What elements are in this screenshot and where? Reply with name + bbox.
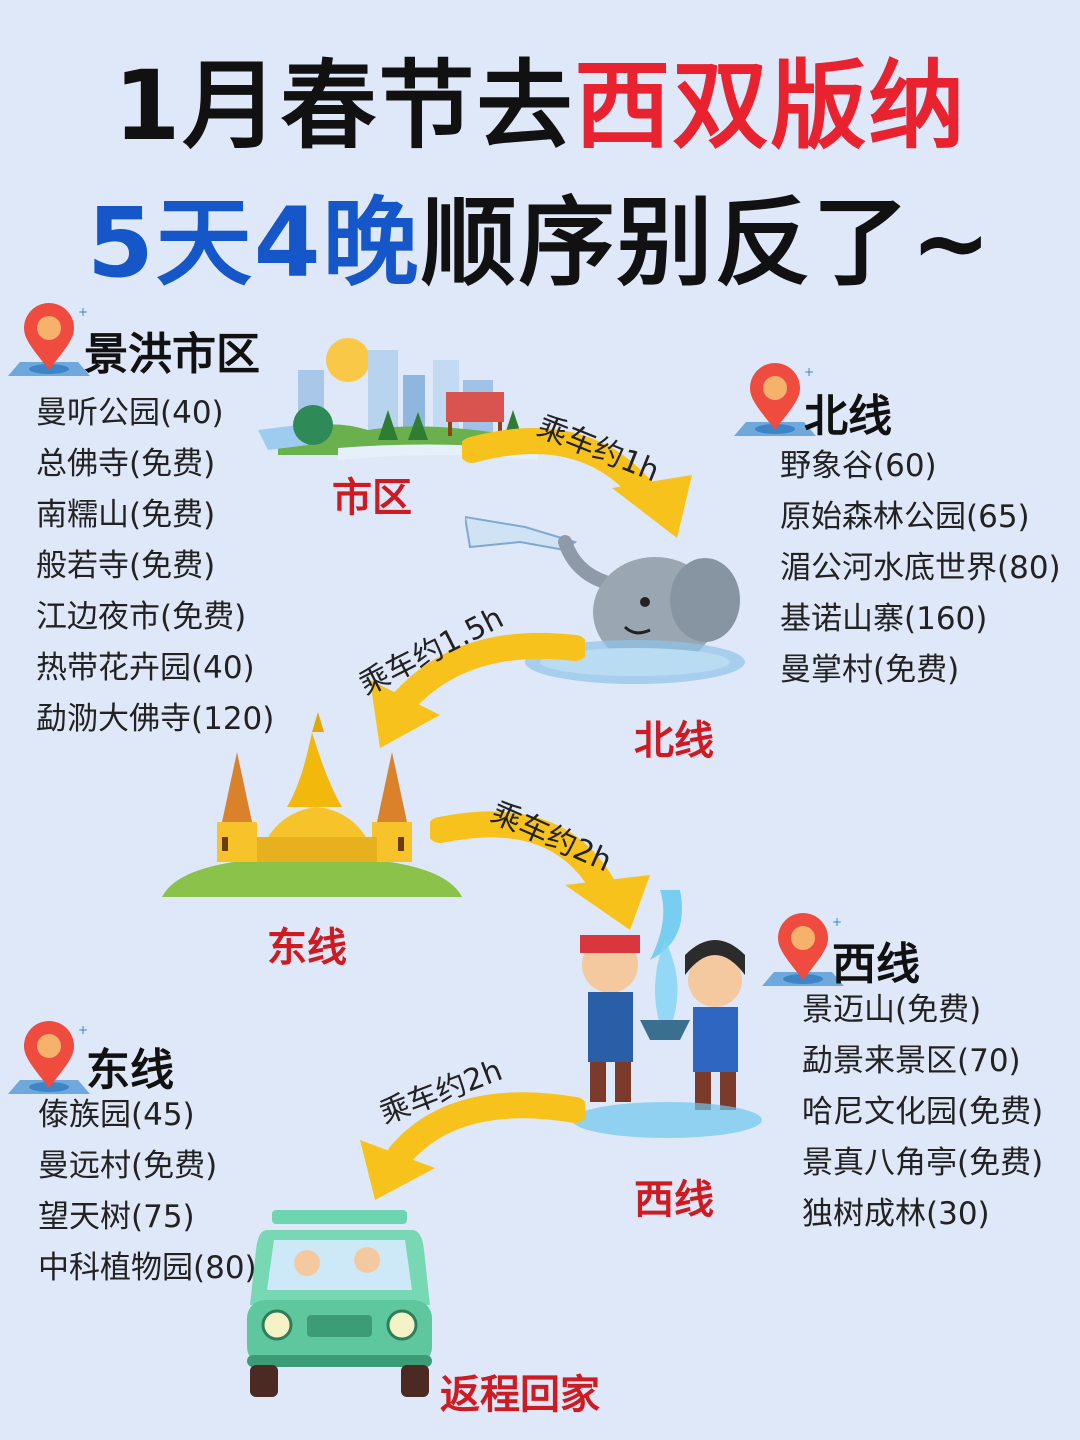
- attraction-item: 曼掌村(免费): [780, 652, 960, 688]
- svg-text:+: +: [78, 305, 88, 319]
- green-car-illustration: [242, 1205, 437, 1400]
- location-pin-icon: +: [4, 1016, 94, 1106]
- region-title-west: 西线: [832, 939, 920, 990]
- route-arrow-3: [427, 805, 670, 930]
- attraction-item: 般若寺(免费): [36, 548, 216, 584]
- attraction-item: 独树成林(30): [802, 1196, 990, 1232]
- water-splash-kids-illustration: [570, 880, 765, 1145]
- title-part-3: 5天4晚: [86, 187, 421, 299]
- attraction-item: 哈尼文化园(免费): [802, 1094, 1044, 1130]
- location-pin-icon: +: [730, 358, 820, 448]
- title-part-2: 西双版纳: [574, 50, 967, 162]
- attraction-item: 原始森林公园(65): [780, 499, 1030, 535]
- north-attractions-list: 野象谷(60) 原始森林公园(65) 湄公河水底世界(80) 基诺山寨(160) 曼掌村…: [780, 441, 1061, 696]
- title-line-1: 1月春节去西双版纳: [0, 28, 1080, 167]
- attraction-item: 总佛寺(免费): [36, 446, 216, 482]
- attraction-item: 勐景来景区(70): [802, 1043, 1021, 1079]
- west-attractions-list: 景迈山(免费) 勐景来景区(70) 哈尼文化园(免费) 景真八角亭(免费) 独树成林(3…: [802, 985, 1043, 1240]
- stage-label-east: 东线: [267, 925, 347, 971]
- attraction-item: 江边夜市(免费): [36, 599, 247, 635]
- location-pin-icon: +: [758, 908, 848, 998]
- stage-label-west: 西线: [634, 1177, 714, 1223]
- attraction-item: 傣族园(45): [38, 1097, 195, 1133]
- golden-pagoda-illustration: [162, 712, 462, 902]
- attraction-item: 勐泐大佛寺(120): [36, 701, 275, 737]
- region-title-east: 东线: [86, 1045, 174, 1096]
- attraction-item: 基诺山寨(160): [780, 601, 988, 637]
- attraction-item: 景真八角亭(免费): [802, 1145, 1044, 1181]
- route-arrow-4: [345, 1080, 588, 1200]
- route-arrow-1: [459, 420, 702, 540]
- stage-label-north: 北线: [634, 718, 714, 764]
- attraction-item: 湄公河水底世界(80): [780, 550, 1061, 586]
- attraction-item: 热带花卉园(40): [36, 650, 255, 686]
- svg-text:+: +: [832, 915, 842, 929]
- title-line-2: 5天4晚顺序别反了~: [0, 165, 1080, 304]
- location-pin-icon: +: [4, 298, 94, 388]
- svg-text:+: +: [804, 365, 814, 379]
- attraction-item: 中科植物园(80): [38, 1250, 257, 1286]
- stage-label-home: 返程回家: [440, 1372, 600, 1418]
- jinghong-attractions-list: 曼听公园(40) 总佛寺(免费) 南糯山(免费) 般若寺(免费) 江边夜市(免费) 热带花…: [36, 388, 274, 745]
- attraction-item: 曼远村(免费): [38, 1148, 218, 1184]
- stage-label-city: 市区: [332, 475, 412, 521]
- title-part-4: 顺序别反了~: [420, 187, 994, 299]
- east-attractions-list: 傣族园(45) 曼远村(免费) 望天树(75) 中科植物园(80): [38, 1090, 257, 1294]
- attraction-item: 南糯山(免费): [36, 497, 216, 533]
- attraction-item: 曼听公园(40): [36, 395, 224, 431]
- region-title-jinghong: 景洪市区: [84, 329, 260, 380]
- attraction-item: 野象谷(60): [780, 448, 937, 484]
- svg-text:+: +: [78, 1023, 88, 1037]
- attraction-item: 景迈山(免费): [802, 992, 982, 1028]
- title-part-1: 1月春节去: [113, 50, 575, 162]
- region-title-north: 北线: [804, 391, 892, 442]
- attraction-item: 望天树(75): [38, 1199, 195, 1235]
- route-arrow-2: [355, 630, 588, 750]
